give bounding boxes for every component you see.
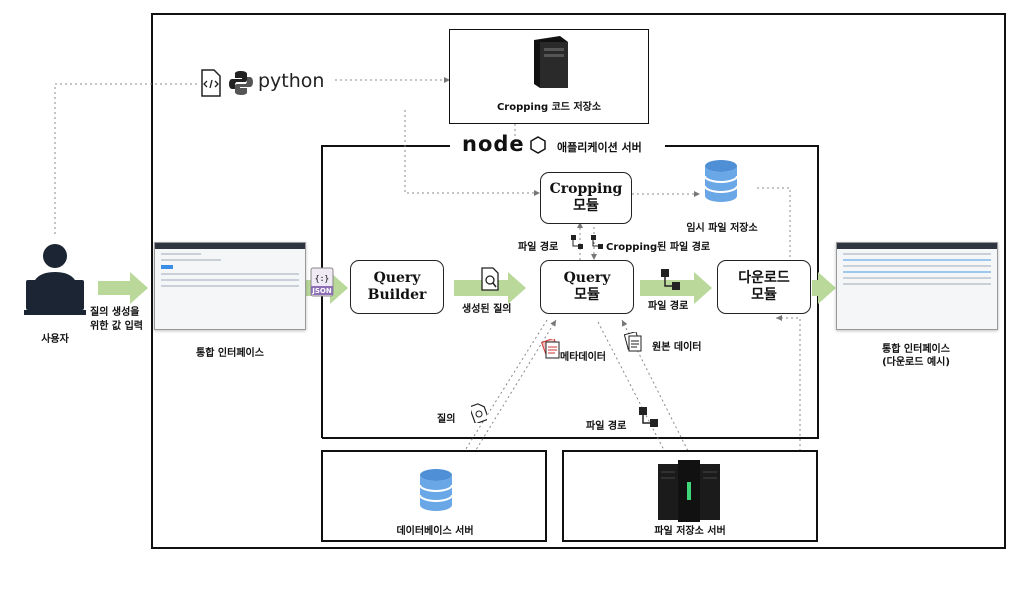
integrated-ui-screenshot (154, 242, 306, 330)
network-icon (571, 234, 583, 249)
code-file-icon (200, 69, 222, 97)
file-server-label: 파일 저장소 서버 (654, 526, 726, 537)
python-label: python (258, 70, 325, 92)
db-server-label: 데이터베이스 서버 (396, 526, 474, 537)
json-file-icon: {:} (310, 267, 334, 297)
query-builder-module: Query Builder (350, 260, 444, 314)
document-search-icon (468, 403, 490, 425)
query-label: 질의 (437, 414, 456, 425)
documents-icon (623, 331, 644, 352)
user-laptop-icon (24, 240, 86, 316)
file-server-box: 파일 저장소 서버 (562, 450, 818, 542)
db-server-box: 데이터베이스 서버 (321, 450, 547, 542)
app-server-label: 애플리케이션 서버 (557, 141, 642, 154)
generated-query-label: 생성된 질의 (462, 304, 512, 315)
original-data-label: 원본 데이터 (652, 342, 702, 353)
download-module: 다운로드 모듈 (717, 260, 811, 314)
query-module: Query 모듈 (540, 260, 634, 314)
outer-frame (151, 13, 1006, 549)
user-label: 사용자 (41, 334, 69, 345)
file-path-right-label: 파일 경로 (648, 301, 689, 312)
database-icon (418, 467, 454, 513)
integrated-ui-download-label: 통합 인터페이스 (다운로드 예시) (882, 344, 950, 368)
network-icon (639, 407, 659, 429)
nodejs-logo: node (462, 132, 525, 156)
python-logo-icon (228, 70, 254, 96)
server-tower-icon (530, 34, 570, 90)
file-path-left-label: 파일 경로 (518, 242, 559, 253)
integrated-ui-label: 통합 인터페이스 (196, 348, 264, 359)
user-input-label: 질의 생성을 위한 값 입력 (90, 307, 143, 332)
documents-icon (540, 337, 561, 359)
json-label: JSON (312, 287, 332, 295)
integrated-ui-download-screenshot (836, 242, 998, 330)
cropping-store-label: Cropping 코드 저장소 (496, 102, 602, 113)
temp-store-label: 임시 파일 저장소 (686, 223, 758, 234)
cropping-file-path-label: Cropping된 파일 경로 (606, 242, 711, 253)
database-icon (703, 158, 739, 204)
cropping-store-box: Cropping 코드 저장소 (449, 29, 649, 124)
server-rack-icon (658, 460, 720, 522)
metadata-label: 메타데이터 (560, 352, 606, 363)
file-path-bottom-label: 파일 경로 (586, 421, 627, 432)
network-icon (591, 234, 603, 249)
cropping-module: Cropping 모듈 (540, 172, 632, 224)
js-hex-icon (530, 136, 546, 154)
network-icon (661, 269, 681, 291)
document-search-icon (481, 267, 499, 291)
svg-text:{:}: {:} (315, 274, 329, 283)
